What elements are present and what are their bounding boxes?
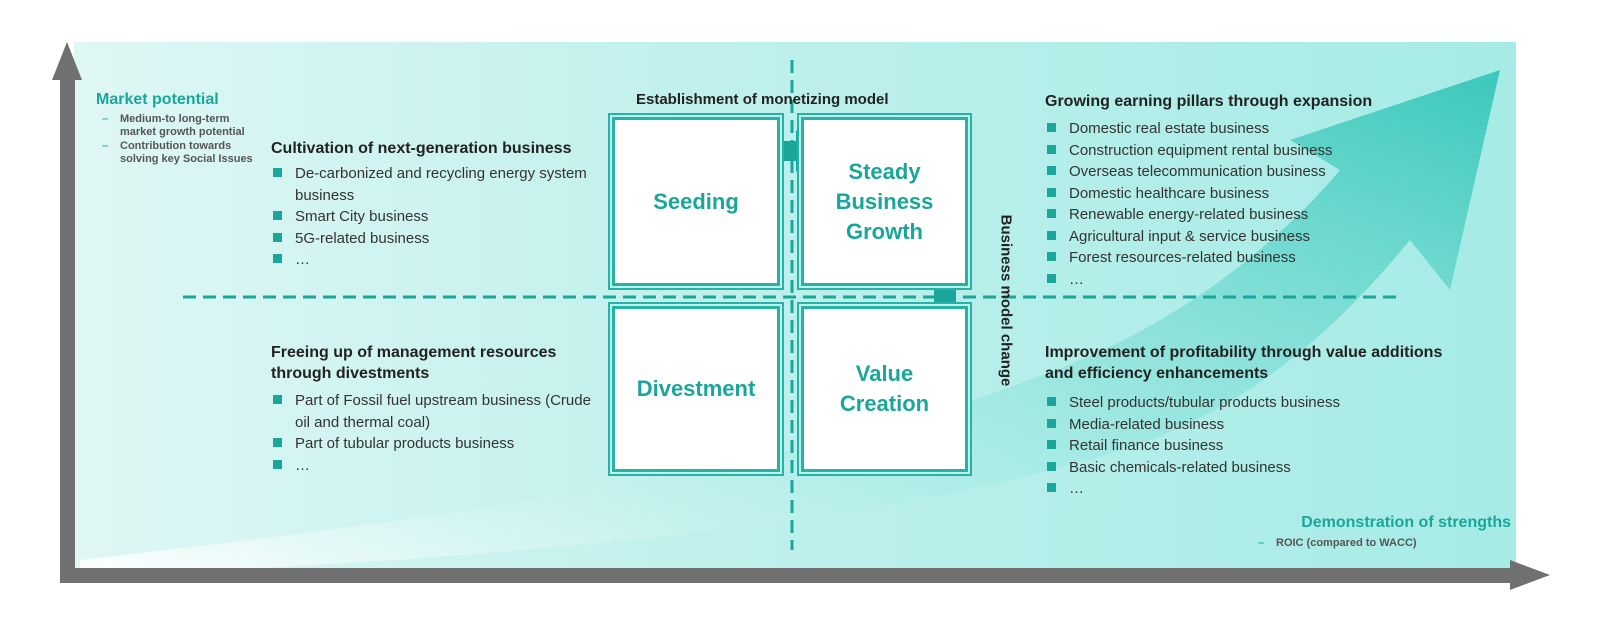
y-axis-note: Medium-to long-term market growth potent… bbox=[98, 113, 258, 139]
right-arrow-shaft bbox=[774, 141, 798, 161]
list-item: Overseas telecommunication business bbox=[1045, 161, 1465, 183]
x-axis-note: ROIC (compared to WACC) bbox=[1254, 537, 1454, 550]
value-creation-label: Value Creation bbox=[839, 361, 930, 416]
list-item: Renewable energy-related business bbox=[1045, 204, 1465, 226]
x-axis-label: Demonstration of strengths bbox=[1301, 514, 1511, 531]
side-label: Business model change bbox=[997, 214, 1015, 387]
divestment-label: Divestment bbox=[636, 376, 756, 401]
steady-growth-label: Steady Business Growth bbox=[835, 158, 934, 244]
quadrant-list: De-carbonized and recycling energy syste… bbox=[271, 163, 591, 271]
list-item: Basic chemicals-related business bbox=[1045, 457, 1465, 479]
quadrant-top-left: Cultivation of next-generation business … bbox=[271, 138, 591, 271]
list-item: Retail finance business bbox=[1045, 435, 1465, 457]
x-axis-notes: ROIC (compared to WACC) bbox=[1254, 537, 1454, 551]
list-item: Part of Fossil fuel upstream business (C… bbox=[271, 390, 601, 433]
seeding-label: Seeding bbox=[653, 188, 739, 214]
quadrant-title: Growing earning pillars through expansio… bbox=[1045, 93, 1373, 110]
growth-swoosh-arrow bbox=[80, 70, 1500, 575]
divestment-box: Divestment bbox=[612, 306, 780, 472]
side-label-wrapper: Business model change bbox=[996, 180, 1015, 420]
x-axis-arrowhead bbox=[1510, 560, 1550, 590]
steady-growth-box: Steady Business Growth bbox=[801, 117, 968, 286]
y-axis-note: Contribution towards solving key Social … bbox=[98, 140, 258, 166]
list-item: Domestic healthcare business bbox=[1045, 183, 1465, 205]
list-item: … bbox=[1045, 478, 1465, 500]
list-item: Domestic real estate business bbox=[1045, 118, 1465, 140]
quadrant-list: Domestic real estate business Constructi… bbox=[1045, 118, 1465, 290]
value-creation-box: Value Creation bbox=[801, 306, 968, 472]
list-item: Smart City business bbox=[271, 206, 591, 228]
quadrant-title: Freeing up of management resources throu… bbox=[271, 344, 557, 382]
list-item: … bbox=[1045, 269, 1465, 291]
quadrant-list: Part of Fossil fuel upstream business (C… bbox=[271, 390, 601, 476]
list-item: Construction equipment rental business bbox=[1045, 140, 1465, 162]
y-axis-arrowhead bbox=[52, 42, 82, 80]
list-item: Steel products/tubular products business bbox=[1045, 392, 1465, 414]
list-item: 5G-related business bbox=[271, 228, 591, 250]
y-axis-label: Market potential bbox=[96, 91, 219, 108]
quadrant-bottom-left: Freeing up of management resources throu… bbox=[271, 342, 601, 476]
list-item: … bbox=[271, 249, 591, 271]
list-item: Agricultural input & service business bbox=[1045, 226, 1465, 248]
y-axis-notes: Medium-to long-term market growth potent… bbox=[98, 113, 258, 167]
list-item: … bbox=[271, 455, 601, 477]
list-item: Forest resources-related business bbox=[1045, 247, 1465, 269]
top-label: Establishment of monetizing model bbox=[636, 91, 889, 108]
y-axis-bar bbox=[60, 75, 75, 575]
list-item: Media-related business bbox=[1045, 414, 1465, 436]
list-item: De-carbonized and recycling energy syste… bbox=[271, 163, 591, 206]
seeding-box: Seeding bbox=[612, 117, 780, 286]
quadrant-title: Improvement of profitability through val… bbox=[1045, 344, 1443, 382]
quadrant-bottom-right: Improvement of profitability through val… bbox=[1045, 342, 1465, 500]
quadrant-title: Cultivation of next-generation business bbox=[271, 140, 572, 157]
x-axis-bar bbox=[60, 568, 1515, 583]
list-item: Part of tubular products business bbox=[271, 433, 601, 455]
up-arrow-shaft bbox=[934, 286, 956, 312]
quadrant-top-right: Growing earning pillars through expansio… bbox=[1045, 91, 1465, 290]
quadrant-list: Steel products/tubular products business… bbox=[1045, 392, 1465, 500]
